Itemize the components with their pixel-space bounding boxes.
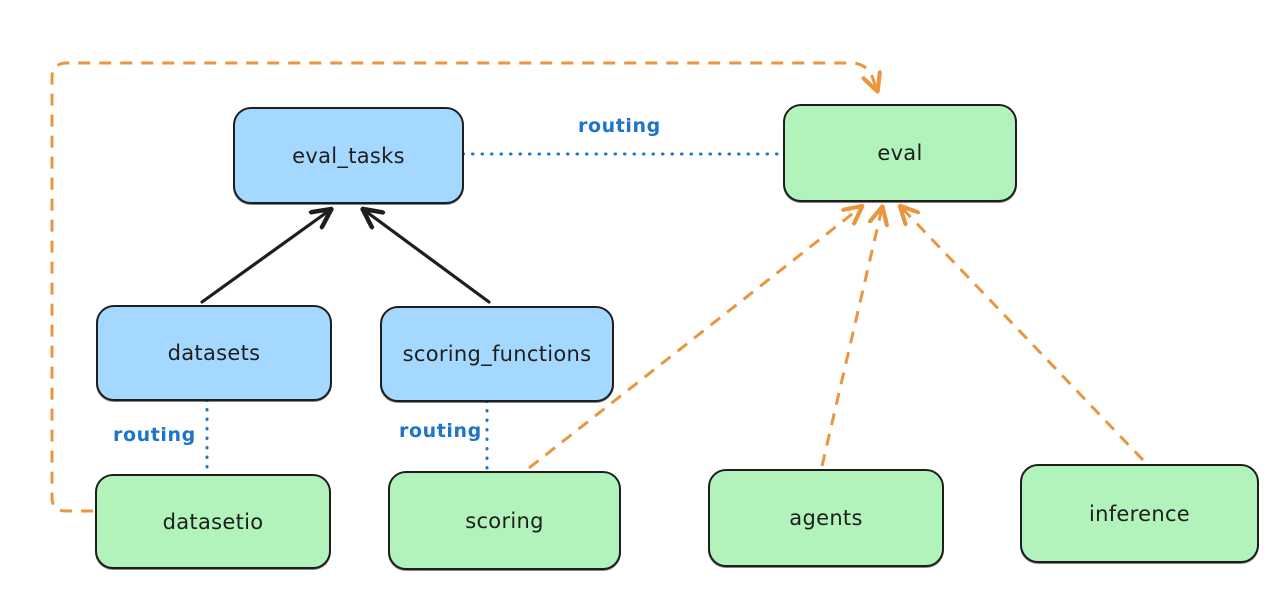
node-inference-label: inference — [1088, 501, 1191, 526]
routing-label-datasets-datasetio: routing — [113, 424, 196, 446]
edge-scoring_functions-to-eval_tasks — [364, 210, 491, 304]
routing-label-scoring-functions-scoring: routing — [399, 420, 482, 442]
node-eval-label: eval — [877, 141, 923, 165]
node-scoring-functions: scoring_functions — [380, 306, 614, 402]
node-inference: inference — [1020, 464, 1259, 563]
node-datasets-label: datasets — [167, 341, 261, 365]
node-eval: eval — [783, 104, 1017, 202]
node-datasetio: datasetio — [95, 474, 331, 569]
edge-inference-to-eval — [901, 207, 1145, 462]
edge-datasets-to-eval_tasks — [200, 210, 330, 304]
node-agents-label: agents — [789, 506, 863, 530]
node-scoring-functions-label: scoring_functions — [402, 342, 592, 366]
edge-datasetio-to-eval — [50, 61, 877, 513]
node-eval-tasks-label: eval_tasks — [292, 143, 405, 168]
node-agents: agents — [708, 469, 944, 567]
node-scoring: scoring — [388, 471, 621, 570]
node-scoring-label: scoring — [465, 508, 544, 533]
node-eval-tasks: eval_tasks — [233, 107, 464, 204]
node-datasets: datasets — [96, 305, 332, 401]
routing-label-eval-tasks-eval: routing — [578, 115, 661, 137]
edge-agents-to-eval — [820, 208, 882, 467]
node-datasetio-label: datasetio — [162, 509, 264, 534]
edge-scoring-to-eval — [528, 207, 861, 470]
